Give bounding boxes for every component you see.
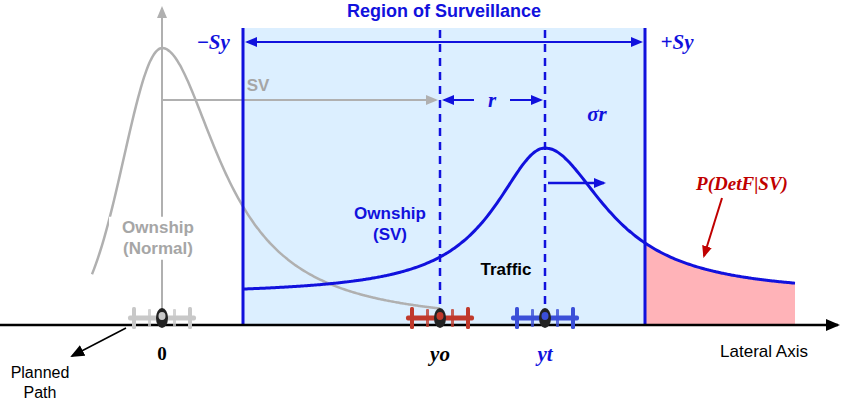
path-leader: [72, 328, 126, 356]
normal-distribution-curve: [92, 48, 440, 308]
ownship-normal-icon: [128, 307, 196, 329]
traffic-icon: [511, 307, 579, 329]
surveillance-band: [243, 28, 645, 325]
separation-label: r: [488, 87, 496, 113]
traffic-position-line: [544, 30, 547, 325]
region-bound: [242, 28, 245, 325]
sigma-label: σr: [587, 101, 607, 127]
region-bound-label: +Sy: [661, 29, 694, 55]
ownship-position-line: [439, 30, 442, 325]
traffic-label: Traffic: [480, 259, 531, 280]
traffic-position-label: yt: [537, 341, 552, 367]
probability-label: P(DetF|SV): [696, 172, 788, 196]
path-label: Planned Path: [3, 363, 77, 403]
region-band: Region of Surveillance: [243, 28, 645, 325]
region-bound-label: −Sy: [196, 29, 230, 55]
sv-offset-arrow: [163, 99, 436, 101]
sigma-arrow: [548, 182, 604, 185]
axis-label: Lateral Axis: [720, 341, 808, 362]
probability-leader: [704, 198, 722, 256]
separation-arrow: [510, 99, 541, 101]
ownship-sv-label: Ownship (SV): [345, 203, 435, 246]
ownship-sv-icon: [406, 307, 474, 329]
ownship-normal-label: Ownship (Normal): [109, 217, 207, 260]
region-title: Region of Surveillance: [243, 1, 645, 22]
lateral-axis: [0, 324, 838, 327]
sv-label: SV: [247, 75, 270, 96]
ownship-position-label: yo: [430, 341, 450, 367]
sv-distribution-curve: [243, 148, 795, 289]
density-axis: [161, 8, 163, 322]
origin-label: 0: [157, 342, 167, 366]
region-bound: [644, 28, 647, 325]
separation-arrow: [444, 99, 474, 101]
region-span-arrow: [247, 41, 641, 43]
